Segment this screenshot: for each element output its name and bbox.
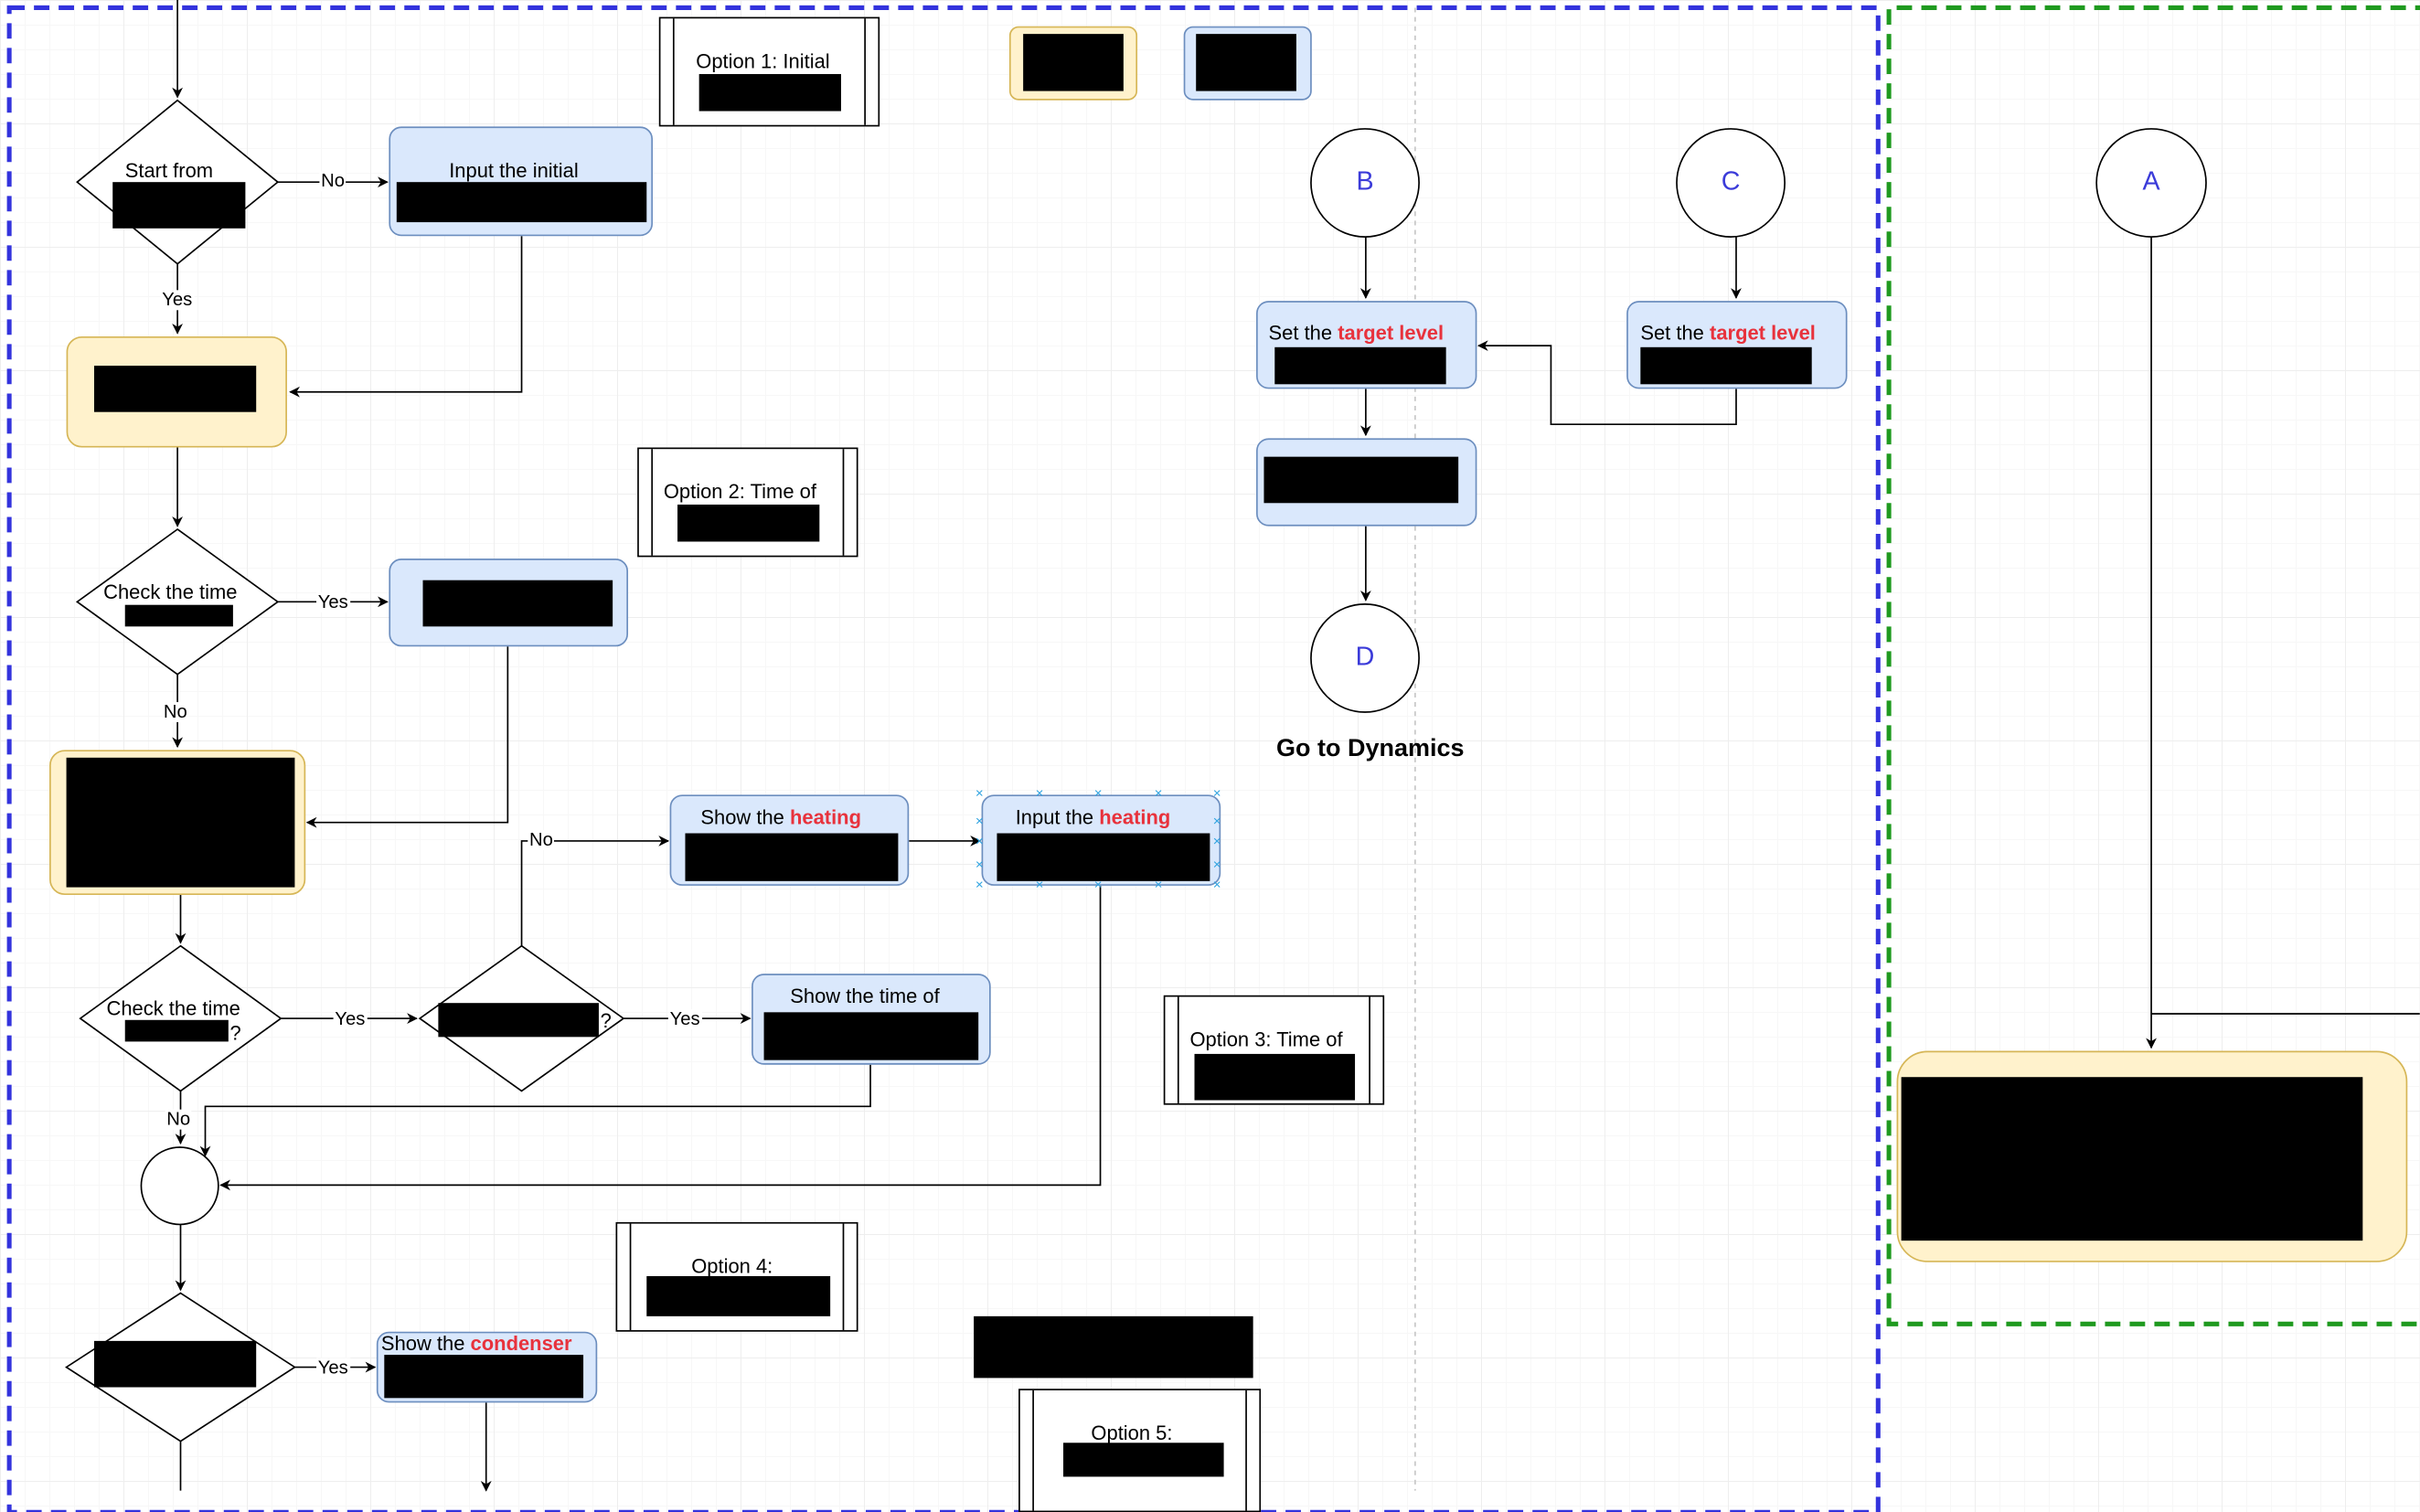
redacted-block bbox=[677, 504, 820, 542]
redacted-block bbox=[763, 1012, 979, 1060]
edge-target2-to-target1 bbox=[1477, 340, 1737, 426]
edge-label-no: No bbox=[162, 700, 189, 722]
connector-b[interactable]: B bbox=[1310, 128, 1420, 238]
redacted-block bbox=[1901, 1077, 2363, 1241]
redacted-block bbox=[384, 1355, 584, 1399]
selection-handle[interactable]: × bbox=[1212, 833, 1221, 849]
selection-handle[interactable]: × bbox=[1212, 785, 1221, 802]
merge-junction[interactable] bbox=[140, 1146, 219, 1226]
edge-input-initial-back bbox=[289, 236, 523, 398]
edge-label-yes: Yes bbox=[667, 1007, 702, 1029]
edge-proc2-back bbox=[305, 646, 509, 828]
selection-handle[interactable]: × bbox=[1212, 813, 1221, 829]
option-2-label: Option 2: Time of bbox=[663, 479, 816, 504]
redacted-block bbox=[1263, 456, 1459, 504]
process-input-initial-label: Input the initial bbox=[449, 158, 579, 183]
selection-handle[interactable]: × bbox=[1212, 876, 1221, 892]
redacted-block bbox=[438, 1003, 599, 1038]
process-show-time-label: Show the time of bbox=[790, 984, 940, 1008]
process-show-heating-label: Show the heating bbox=[700, 805, 861, 828]
edge-input-heating-to-merge bbox=[219, 885, 1102, 1191]
redacted-block bbox=[1196, 34, 1296, 91]
option-5-label: Option 5: bbox=[1091, 1421, 1173, 1444]
redacted-block bbox=[422, 580, 613, 627]
selection-handle[interactable]: × bbox=[1093, 785, 1103, 802]
selection-handle[interactable]: × bbox=[975, 813, 984, 829]
connector-c[interactable]: C bbox=[1676, 128, 1786, 238]
option-1-label: Option 1: Initial bbox=[696, 49, 830, 73]
process-show-heating-prefix: Show the bbox=[700, 805, 784, 829]
edge-label-yes: Yes bbox=[160, 288, 194, 311]
redacted-block bbox=[112, 182, 246, 229]
selection-handle[interactable]: × bbox=[1212, 856, 1221, 872]
edge-label-yes: Yes bbox=[316, 1356, 350, 1379]
blue-region-border bbox=[6, 5, 1881, 1512]
set-target-word-1: target level bbox=[1338, 321, 1445, 345]
go-to-dynamics-label: Go to Dynamics bbox=[1275, 736, 1465, 762]
decision-check-time-2-label: Check the time bbox=[106, 996, 240, 1020]
selection-handle[interactable]: × bbox=[1154, 876, 1163, 892]
edge-label-yes: Yes bbox=[316, 591, 350, 613]
edge-label-no: No bbox=[319, 169, 346, 192]
redacted-block bbox=[646, 1275, 831, 1316]
redacted-block bbox=[974, 1315, 1253, 1379]
process-input-heating-label: Input the heating bbox=[1016, 805, 1171, 828]
process-show-condenser-prefix: Show the bbox=[380, 1331, 465, 1356]
decision-check-time-2-tail: ? bbox=[229, 1021, 241, 1045]
selection-handle[interactable]: × bbox=[975, 856, 984, 872]
redacted-block bbox=[124, 604, 233, 627]
set-target-word-2: target level bbox=[1710, 321, 1816, 345]
green-region-border bbox=[1886, 5, 2420, 1326]
selection-handle[interactable]: × bbox=[975, 785, 984, 802]
selection-handle[interactable]: × bbox=[1035, 785, 1044, 802]
connector-a[interactable]: A bbox=[2095, 128, 2207, 238]
redacted-block bbox=[698, 74, 841, 112]
redacted-block bbox=[93, 1340, 257, 1388]
selection-handle[interactable]: × bbox=[1035, 876, 1044, 892]
selection-handle[interactable]: × bbox=[1154, 785, 1163, 802]
selection-handle[interactable]: × bbox=[975, 876, 984, 892]
set-target-prefix-1: Set the bbox=[1268, 321, 1333, 345]
option-4-label: Option 4: bbox=[691, 1254, 773, 1278]
edge-show-time-to-merge bbox=[199, 1064, 871, 1157]
redacted-block bbox=[1063, 1443, 1224, 1477]
connector-a-label: A bbox=[2142, 166, 2160, 197]
process-show-condenser-label: Show the condenser bbox=[381, 1332, 572, 1355]
process-input-heating-word: heating bbox=[1099, 805, 1171, 829]
decision-check-time-1-label: Check the time bbox=[103, 580, 238, 604]
edge-label-yes: Yes bbox=[333, 1007, 368, 1029]
selection-handle[interactable]: × bbox=[975, 833, 984, 849]
process-set-target-level-1-label: Set the target level bbox=[1269, 321, 1445, 344]
connector-d[interactable]: D bbox=[1310, 603, 1420, 713]
connector-d-label: D bbox=[1355, 642, 1375, 672]
connector-b-label: B bbox=[1356, 166, 1374, 197]
process-set-target-level-2-label: Set the target level bbox=[1640, 321, 1816, 344]
redacted-block bbox=[1640, 346, 1812, 385]
redacted-block bbox=[1023, 34, 1124, 91]
redacted-block bbox=[66, 757, 295, 888]
selection-handle[interactable]: × bbox=[1093, 876, 1103, 892]
process-show-heating-word: heating bbox=[789, 805, 862, 829]
redacted-block bbox=[396, 182, 647, 223]
decision-mid-tail: ? bbox=[600, 1008, 612, 1033]
edge-mid-no bbox=[520, 836, 670, 946]
edge-label-no: No bbox=[165, 1107, 192, 1130]
option-3-label: Option 3: Time of bbox=[1189, 1028, 1343, 1051]
decision-start-from-label: Start from bbox=[124, 158, 214, 183]
redacted-block bbox=[685, 833, 899, 881]
redacted-block bbox=[124, 1019, 229, 1042]
redacted-block bbox=[93, 366, 257, 412]
process-input-heating-prefix: Input the bbox=[1015, 805, 1094, 829]
set-target-prefix-2: Set the bbox=[1640, 321, 1704, 345]
edge-label-no: No bbox=[528, 828, 555, 851]
connector-c-label: C bbox=[1721, 166, 1741, 197]
process-show-condenser-word: condenser bbox=[470, 1331, 572, 1356]
redacted-block bbox=[997, 833, 1210, 881]
redacted-block bbox=[1274, 346, 1446, 385]
redacted-block bbox=[1194, 1053, 1356, 1101]
